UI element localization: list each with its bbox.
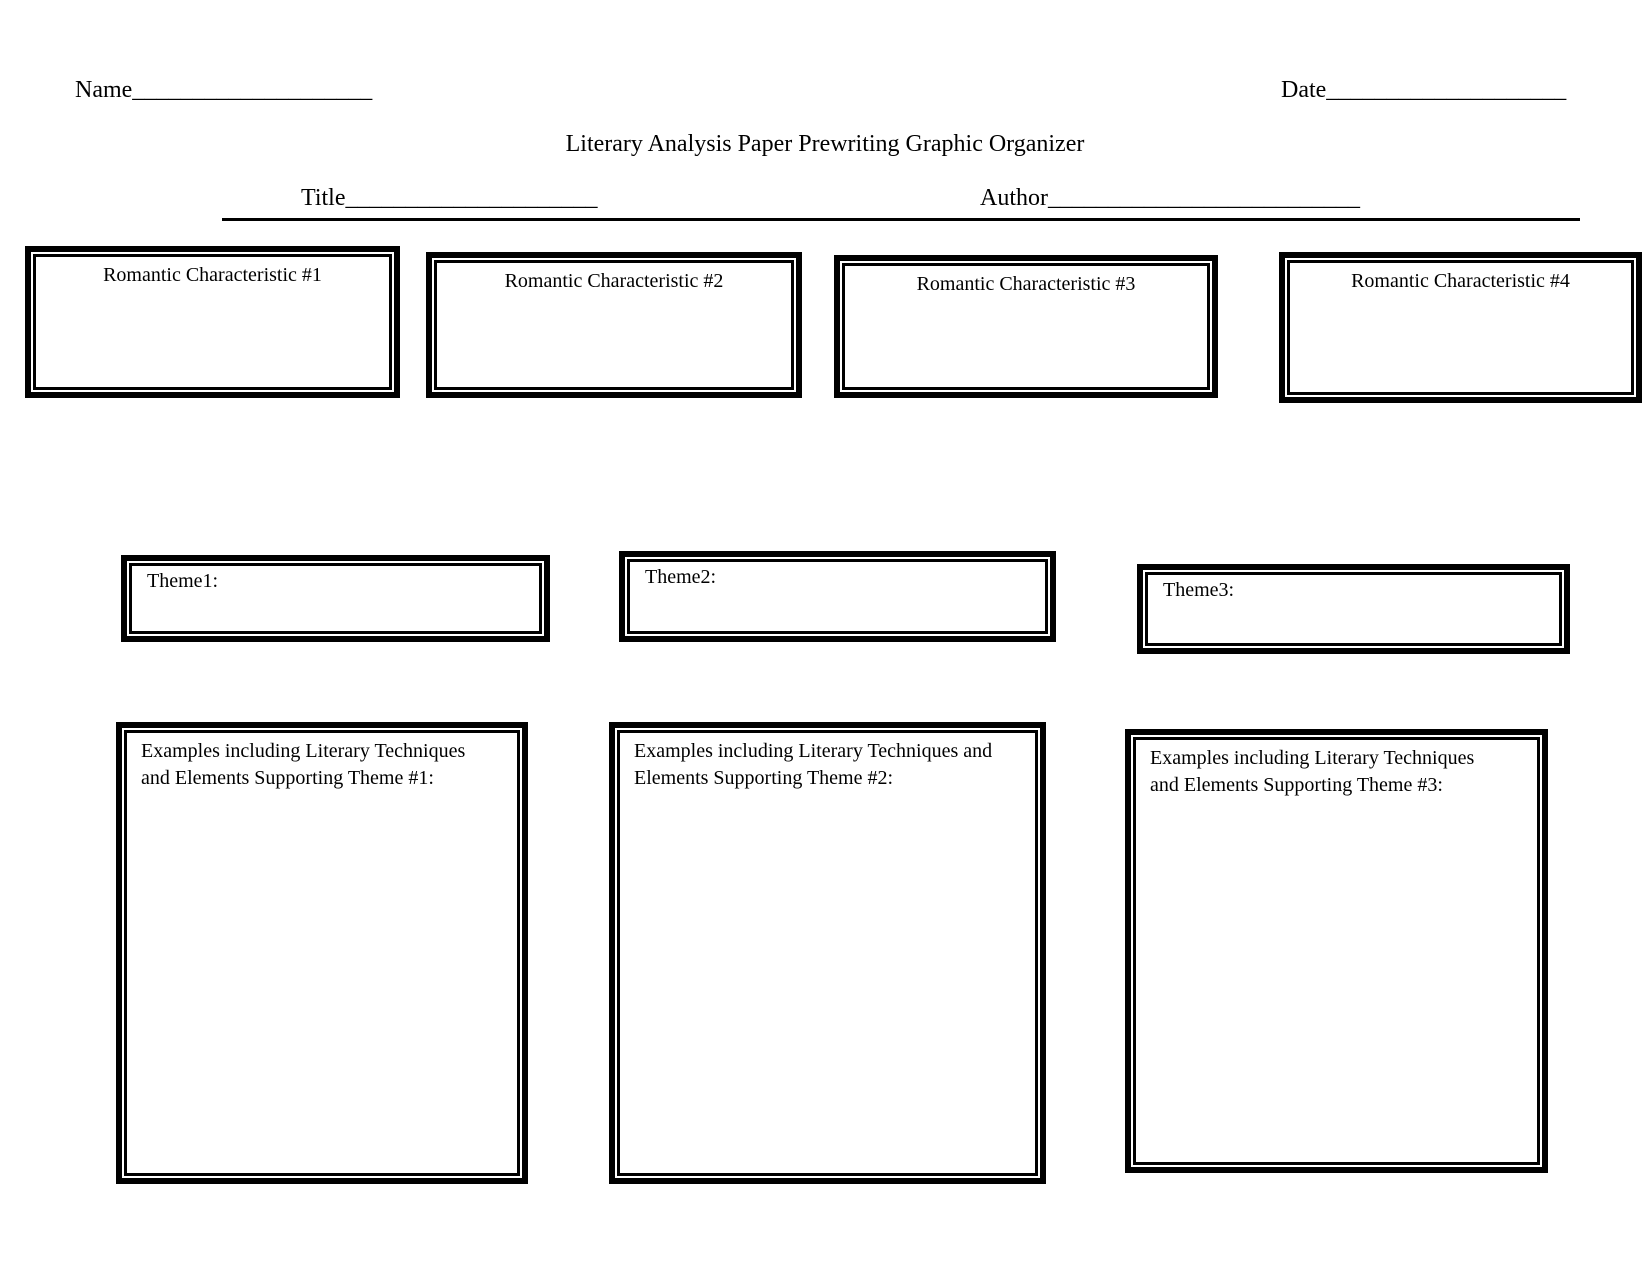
box-inner-border bbox=[617, 730, 1038, 1176]
romantic-characteristic-box-4[interactable]: Romantic Characteristic #4 bbox=[1279, 252, 1642, 403]
theme-box-2[interactable]: Theme2: bbox=[619, 551, 1056, 642]
theme-box-3[interactable]: Theme3: bbox=[1137, 564, 1570, 654]
romantic-characteristic-label-3: Romantic Characteristic #3 bbox=[916, 273, 1136, 295]
header-divider bbox=[222, 218, 1580, 221]
romantic-characteristic-label-2: Romantic Characteristic #2 bbox=[504, 270, 724, 292]
romantic-characteristic-box-2[interactable]: Romantic Characteristic #2 bbox=[426, 252, 802, 398]
examples-box-3[interactable]: Examples including Literary Techniques a… bbox=[1125, 729, 1548, 1173]
box-inner-border bbox=[842, 263, 1210, 390]
box-inner-border bbox=[1145, 572, 1562, 646]
examples-label-1-line-1: Examples including Literary Techniques bbox=[141, 740, 466, 762]
date-field[interactable]: Date____________________ bbox=[1281, 77, 1567, 103]
name-field[interactable]: Name____________________ bbox=[75, 77, 373, 103]
examples-label-1: Examples including Literary Techniques a… bbox=[141, 738, 465, 792]
examples-label-2-line-2: Elements Supporting Theme #2: bbox=[634, 767, 894, 789]
examples-label-3-line-1: Examples including Literary Techniques bbox=[1150, 747, 1475, 769]
page-title: Literary Analysis Paper Prewriting Graph… bbox=[565, 131, 1085, 157]
examples-label-2: Examples including Literary Techniques a… bbox=[634, 738, 992, 792]
romantic-characteristic-box-1[interactable]: Romantic Characteristic #1 bbox=[25, 246, 400, 398]
romantic-characteristic-label-1: Romantic Characteristic #1 bbox=[103, 264, 322, 286]
title-field[interactable]: Title_____________________ bbox=[301, 185, 598, 211]
theme-box-1[interactable]: Theme1: bbox=[121, 555, 550, 642]
examples-label-3-line-2: and Elements Supporting Theme #3: bbox=[1150, 774, 1443, 796]
theme-label-3: Theme3: bbox=[1163, 579, 1235, 601]
examples-label-2-line-1: Examples including Literary Techniques a… bbox=[634, 740, 993, 762]
theme-label-2: Theme2: bbox=[645, 566, 717, 588]
examples-box-1[interactable]: Examples including Literary Techniques a… bbox=[116, 722, 528, 1184]
romantic-characteristic-box-3[interactable]: Romantic Characteristic #3 bbox=[834, 255, 1218, 398]
box-inner-border bbox=[627, 559, 1048, 634]
theme-label-1: Theme1: bbox=[147, 570, 219, 592]
examples-label-3: Examples including Literary Techniques a… bbox=[1150, 745, 1474, 799]
box-inner-border bbox=[1287, 260, 1634, 395]
examples-box-2[interactable]: Examples including Literary Techniques a… bbox=[609, 722, 1046, 1184]
box-inner-border bbox=[434, 260, 794, 390]
examples-label-1-line-2: and Elements Supporting Theme #1: bbox=[141, 767, 434, 789]
author-field[interactable]: Author__________________________ bbox=[980, 185, 1360, 211]
box-inner-border bbox=[124, 730, 520, 1176]
romantic-characteristic-label-4: Romantic Characteristic #4 bbox=[1351, 270, 1570, 292]
box-inner-border bbox=[129, 563, 542, 634]
box-inner-border bbox=[1133, 737, 1540, 1165]
box-inner-border bbox=[33, 254, 392, 390]
